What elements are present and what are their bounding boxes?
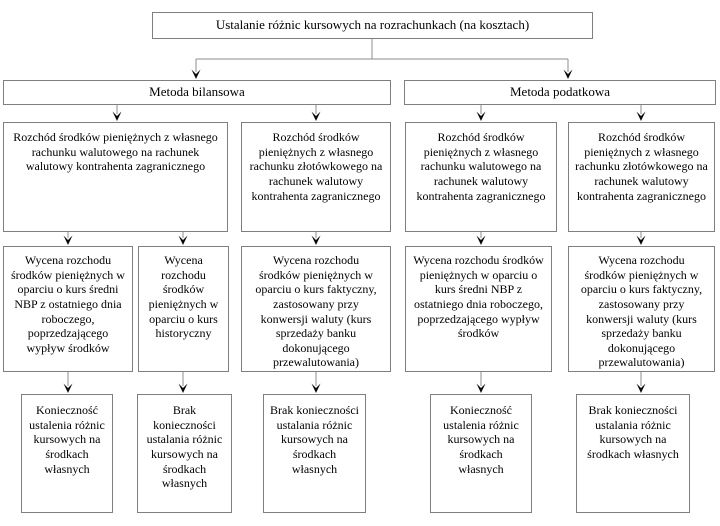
outcome-node-koniecznosc-1: Konieczność ustalenia różnic kursowych n… bbox=[21, 394, 113, 513]
valuation-node-kurs-sredni-nbp-podatkowa: Wycena rozchodu środków pieniężnych w op… bbox=[405, 246, 552, 372]
outflow-node-zlotowkowy-podatkowa: Rozchód środków pieniężnych z własnego r… bbox=[568, 122, 715, 232]
outflow-node-zlotowkowy-bilansowa: Rozchód środków pieniężnych z własnego r… bbox=[241, 122, 391, 232]
valuation-node-kurs-sredni-nbp-bilansowa: Wycena rozchodu środków pieniężnych w op… bbox=[3, 246, 133, 372]
root-node: Ustalanie różnic kursowych na rozrachunk… bbox=[152, 12, 593, 39]
valuation-node-kurs-historyczny: Wycena rozchodu środków pieniężnych w op… bbox=[138, 246, 229, 372]
outflow-node-walutowy-podatkowa: Rozchód środków pieniężnych z własnego r… bbox=[405, 122, 557, 232]
outcome-node-brak-3: Brak konieczności ustalania różnic kurso… bbox=[576, 394, 690, 513]
outcome-node-brak-1: Brak konieczności ustalania różnic kurso… bbox=[137, 394, 232, 513]
method-node-bilansowa: Metoda bilansowa bbox=[3, 80, 391, 105]
valuation-node-kurs-faktyczny-bilansowa: Wycena rozchodu środków pieniężnych w op… bbox=[241, 246, 391, 372]
outcome-node-koniecznosc-2: Konieczność ustalenia różnic kursowych n… bbox=[430, 394, 532, 513]
method-node-podatkowa: Metoda podatkowa bbox=[404, 80, 716, 105]
outcome-node-brak-2: Brak konieczności ustalania różnic kurso… bbox=[263, 394, 366, 513]
valuation-node-kurs-faktyczny-podatkowa: Wycena rozchodu środków pieniężnych w op… bbox=[568, 246, 715, 372]
outflow-node-walutowy-bilansowa: Rozchód środków pieniężnych z własnego r… bbox=[3, 122, 228, 232]
connector-lines bbox=[67, 39, 642, 386]
